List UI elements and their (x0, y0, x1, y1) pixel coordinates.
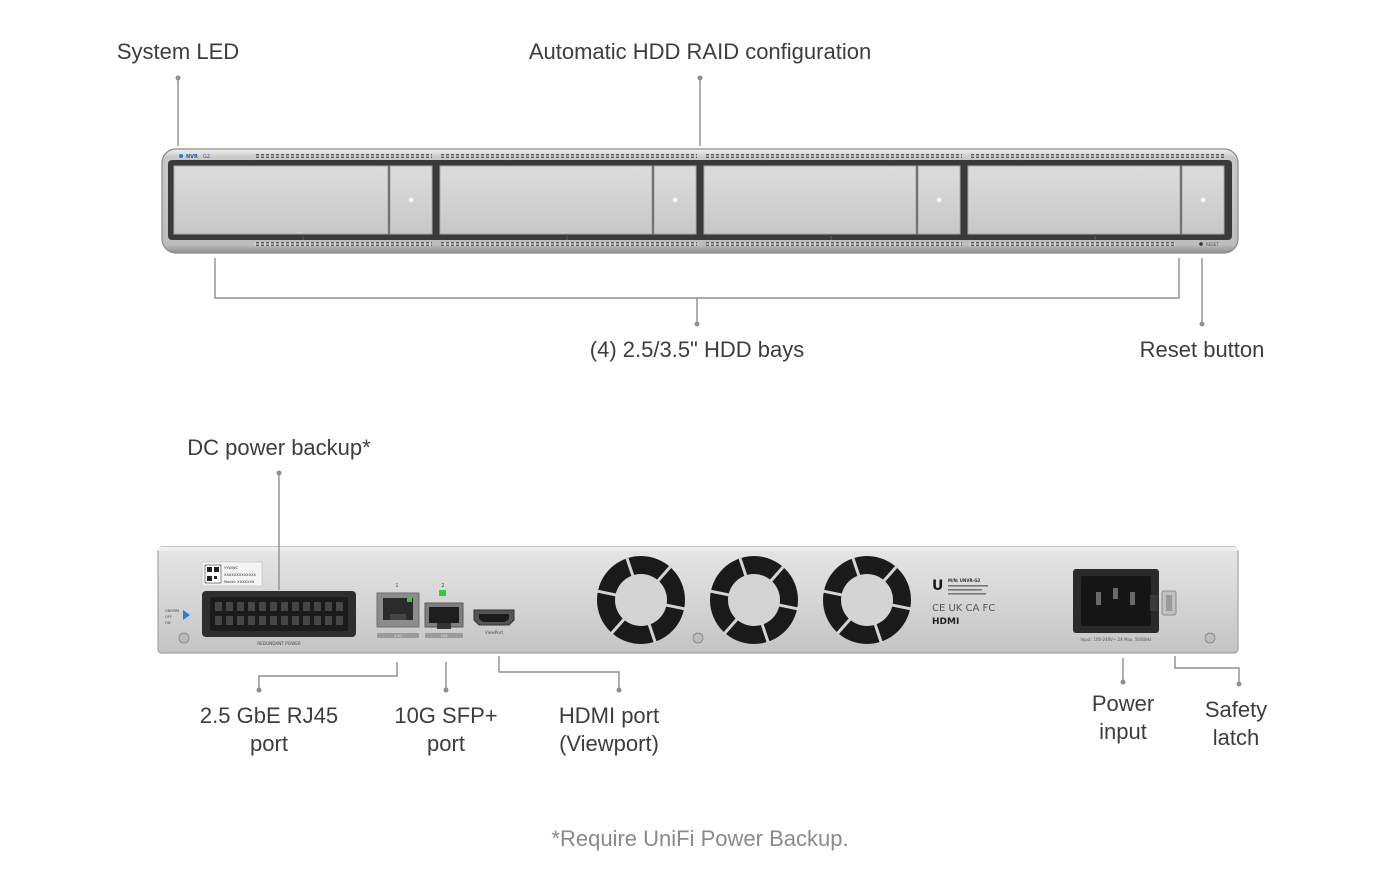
front-leader-dots (175, 75, 1205, 327)
switch-on-label: ON (165, 621, 171, 625)
front-vent-bottom (254, 242, 432, 246)
system-led-label: System LED (116, 39, 240, 64)
bay-number-1: 1 (301, 236, 304, 242)
front-vent-top (441, 154, 697, 158)
front-leaders (177, 78, 1203, 324)
rear-leader-dots (256, 470, 1242, 693)
redundant-power-label: REDUNDANT POWER (257, 641, 301, 646)
raid-config-label: Automatic HDD RAID configuration (528, 39, 872, 64)
front-vent-bottom (969, 242, 1175, 246)
switch-off-label: OFF (165, 615, 172, 619)
fan-grille-icon (709, 556, 799, 644)
safety-latch[interactable] (1150, 590, 1177, 616)
sfp-port-label: 10G SFP+ port (394, 702, 497, 758)
hdd-bay-4[interactable] (967, 165, 1225, 235)
hdd-bay-2[interactable] (439, 165, 697, 235)
fan-grille-icon (822, 556, 912, 644)
latch-label-line-2: latch (1212, 725, 1260, 750)
sfp-link-led (439, 590, 446, 596)
switch-arrow-icon (183, 610, 190, 620)
front-vent-top (969, 154, 1225, 158)
power-input-socket[interactable]: Input: 100-240V~ 2A Max, 50/60Hz (1073, 569, 1159, 642)
rear-leaders (258, 473, 1240, 690)
bay-led-4 (1200, 197, 1206, 203)
sticker-line-1: YYWWC (224, 566, 238, 570)
rear-panel: YYWWC XXXXXXXXXXXXX Model: XXXXXXX UNFIR… (157, 546, 1239, 654)
power-label-line-1: Power (1091, 691, 1155, 716)
rj45-port-label: 2.5 GbE RJ45 port (200, 702, 338, 758)
serial-sticker: YYWWC XXXXXXXXXXXXX Model: XXXXXXX (201, 561, 263, 587)
cooling-fans (596, 556, 912, 644)
bay-led-3 (936, 197, 942, 203)
rj45-link-led (407, 598, 412, 602)
footnote: *Require UniFi Power Backup. (551, 826, 849, 851)
sticker-line-2: XXXXXXXXXXXXX (224, 573, 257, 577)
regulatory-block: U M/N: UNVR-G2 CE UK CA FC HDMI (932, 578, 995, 627)
front-vent-top (706, 154, 962, 158)
front-vent-bottom (706, 242, 962, 246)
safety-latch-label: Safety latch (1205, 696, 1267, 752)
front-vent-bottom (441, 242, 697, 246)
fan-grille-icon (596, 556, 686, 644)
sticker-line-3: Model: XXXXXXX (224, 580, 255, 584)
hdd-bays-label: (4) 2.5/3.5" HDD bays (589, 337, 805, 362)
reset-button-label: Reset button (1139, 337, 1265, 362)
dc-power-backup-label: DC power backup* (187, 435, 371, 460)
hdd-bay-3[interactable] (703, 165, 961, 235)
hdmi-label-line-2: (Viewport) (559, 731, 659, 756)
chassis-screws (178, 632, 1216, 644)
cert-marks: CE UK CA FC (932, 603, 995, 614)
hdmi-label-line-1: HDMI port (558, 703, 660, 728)
model-line: M/N: UNVR-G2 (948, 578, 980, 583)
rj45-port[interactable]: 1 2.5G (376, 583, 420, 638)
bay-led-1 (408, 197, 414, 203)
latch-label-line-1: Safety (1204, 697, 1268, 722)
switch-label: UNFIRM (165, 609, 179, 613)
bay-number-2: 2 (565, 236, 568, 242)
dc-power-backup-connector[interactable]: REDUNDANT POWER (202, 591, 356, 646)
viewport-label: ViewPort (485, 630, 504, 635)
reset-button[interactable] (1199, 242, 1203, 246)
hdmi-port[interactable]: ViewPort (473, 609, 515, 635)
power-spec-label: Input: 100-240V~ 2A Max, 50/60Hz (1080, 637, 1151, 642)
front-vent-top (254, 154, 432, 158)
port-tag-2: 10G (441, 634, 448, 638)
hdd-bay-1[interactable] (173, 165, 433, 235)
front-panel: 1 2 3 4 NVR G2 RESET (161, 148, 1239, 254)
hdmi-logo-icon: HDMI (932, 617, 959, 627)
sfp-port[interactable]: 2 10G (424, 583, 464, 638)
system-led (179, 154, 183, 158)
front-brand: NVR (186, 154, 198, 160)
rj45-label-line-2: port (250, 731, 288, 756)
rj45-label-line-1: 2.5 GbE RJ45 (199, 703, 339, 728)
bay-number-3: 3 (829, 236, 832, 242)
port-number-1: 1 (395, 583, 398, 589)
port-tag-1: 2.5G (394, 634, 402, 638)
power-label-line-2: input (1099, 719, 1147, 744)
bay-number-4: 4 (1093, 236, 1096, 242)
hdmi-port-label: HDMI port (Viewport) (559, 702, 659, 758)
reset-mark: RESET (1206, 242, 1219, 247)
port-number-2: 2 (441, 583, 444, 589)
ubiquiti-logo-icon: U (932, 578, 943, 594)
sfp-label-line-2: port (427, 731, 465, 756)
sfp-label-line-1: 10G SFP+ (394, 703, 498, 728)
front-brand-model: G2 (203, 154, 210, 160)
power-input-label: Power input (1092, 690, 1154, 746)
bay-led-2 (672, 197, 678, 203)
